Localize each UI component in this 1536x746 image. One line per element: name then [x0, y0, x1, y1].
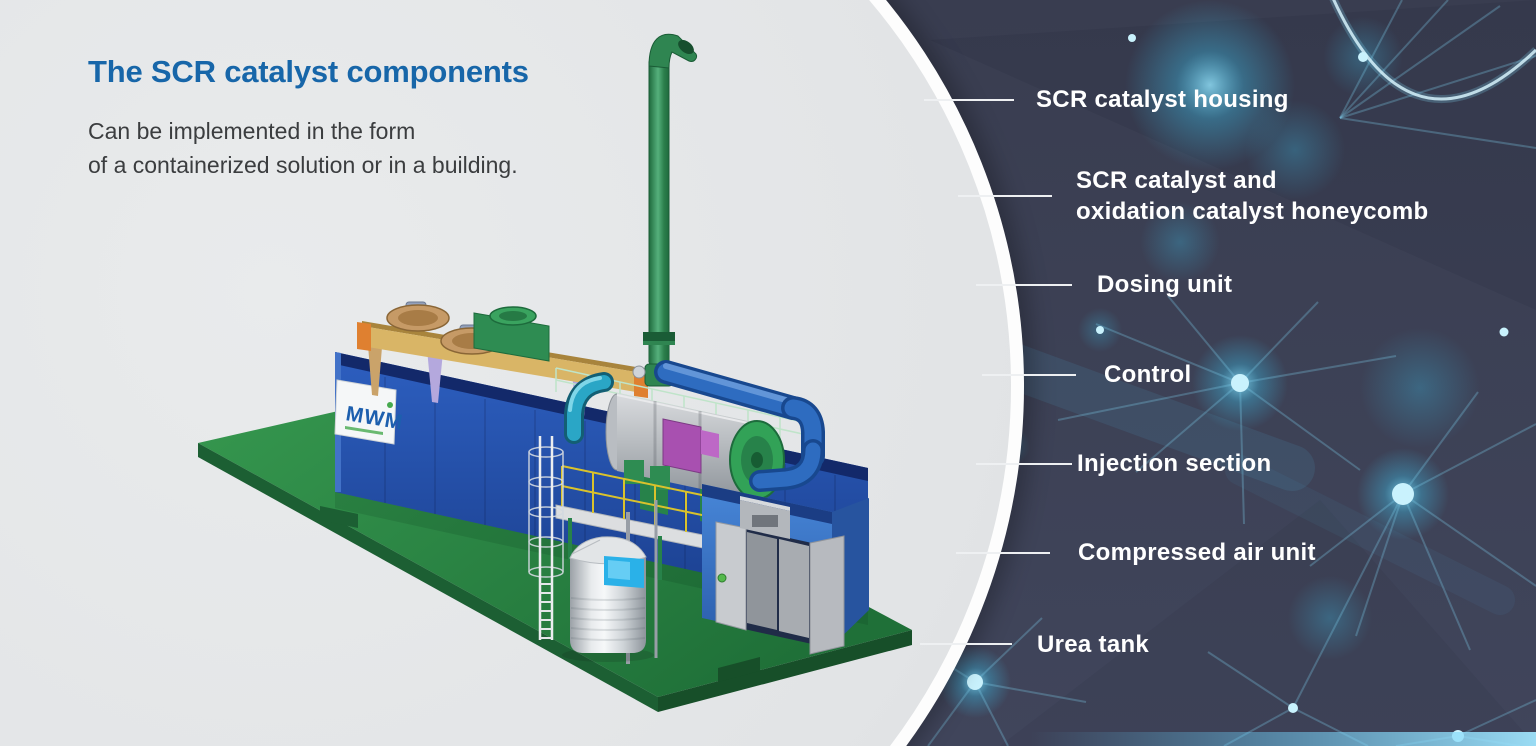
label-catalyst-honeycomb: SCR catalyst and oxidation catalyst hone…: [1076, 167, 1429, 225]
page-title: The SCR catalyst components: [88, 54, 529, 89]
label-compressed-air-unit: Compressed air unit: [1078, 539, 1316, 566]
label-injection-section: Injection section: [1077, 450, 1272, 477]
leader-line-5: [976, 463, 1072, 465]
label-dosing-unit: Dosing unit: [1097, 271, 1233, 298]
arc-glow: [1329, 0, 1536, 103]
leader-line-2: [958, 195, 1052, 197]
circle-panel: [0, 0, 1024, 746]
label-urea-tank: Urea tank: [1037, 631, 1150, 658]
leader-line-7: [920, 643, 1012, 645]
page-subtitle: Can be implemented in the form of a cont…: [88, 118, 518, 178]
leader-line-3: [976, 284, 1072, 286]
label-control: Control: [1104, 361, 1192, 388]
bottom-light-strip: [1030, 732, 1536, 746]
label-scr-catalyst-housing: SCR catalyst housing: [1036, 86, 1289, 113]
leader-line-6: [956, 552, 1050, 554]
leader-line-1: [924, 99, 1014, 101]
leader-line-4: [982, 374, 1076, 376]
arc-line: [1332, 0, 1536, 101]
